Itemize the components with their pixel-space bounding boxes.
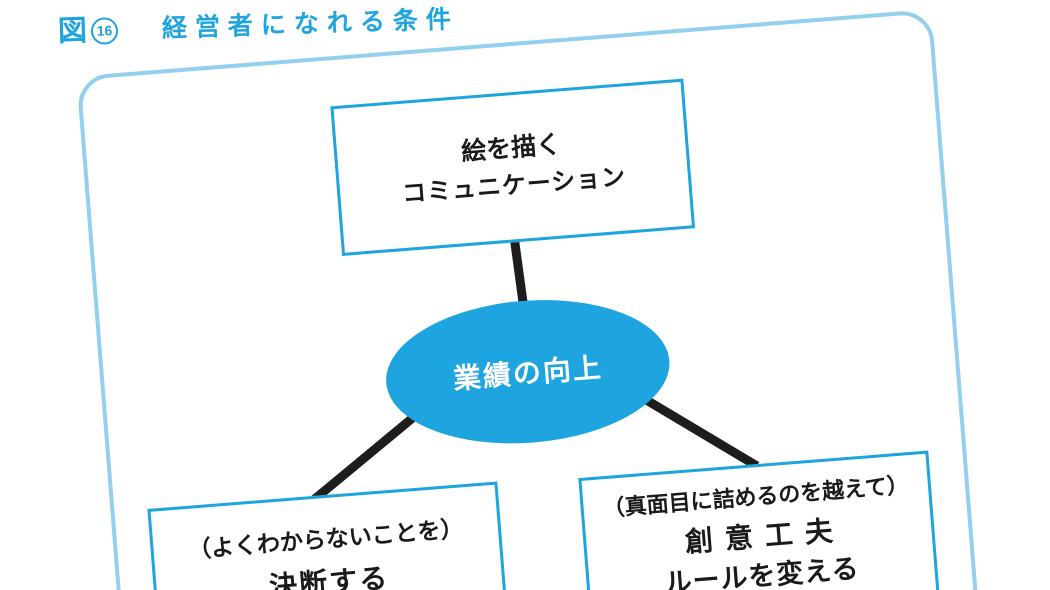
connector-center-to-bottom-left [309, 413, 417, 505]
connector-center-to-bottom-right [638, 393, 760, 470]
node-text-line: コミュニケーション [401, 163, 628, 208]
node-text-line: 業績の向上 [451, 351, 604, 395]
connector-top-to-center [509, 237, 529, 309]
node-top-box: 絵を描く コミュニケーション [330, 78, 696, 256]
